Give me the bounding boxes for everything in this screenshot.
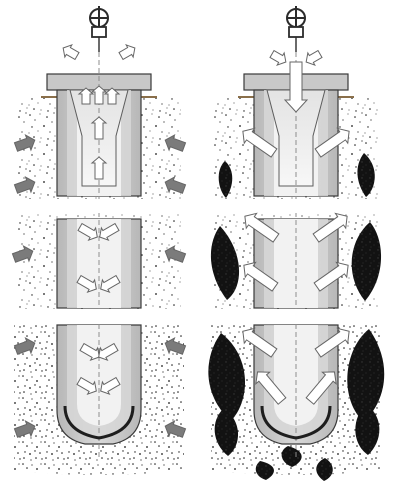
outflow-top-left-arrow: [60, 42, 81, 62]
section-gap-lower: [221, 309, 371, 323]
inflow-top-left-arrow: [269, 48, 290, 68]
section-gap-upper: [24, 199, 174, 213]
valve-circle-icon: [287, 6, 305, 52]
section-gap-lower: [24, 309, 174, 323]
inflow-top-right-arrow: [303, 48, 324, 68]
section-gap-upper: [221, 199, 371, 213]
valve-circle-icon: [90, 6, 108, 52]
right-diagram-panel: [208, 6, 384, 481]
outflow-top-right-arrow: [118, 42, 139, 62]
left-diagram-panel: [11, 6, 186, 475]
